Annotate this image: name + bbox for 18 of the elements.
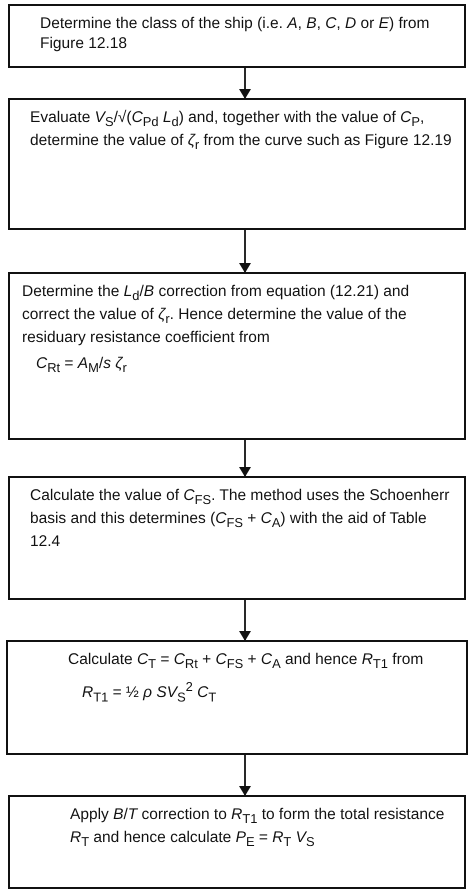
process-box: [8, 4, 466, 68]
arrow: [239, 440, 251, 477]
arrow: [239, 755, 251, 796]
process-box: [8, 272, 466, 440]
step-text: Calculate the value of C$_{FS}$. The method uses the Schoenherr basis and this determines (C$_{FS}$ + C$_{A}$) with the aid of Table 12.4: [30, 486, 450, 552]
step-text: Apply B/T correction to R$_{T1}$ to form the total resistance R$_{T}$ and hence calculate P$_{E}$ = R$_{T}$ V$_{S}$: [70, 805, 446, 851]
arrow: [239, 68, 251, 99]
arrow: [239, 230, 251, 273]
process-box: [6, 640, 468, 755]
step-text: Calculate C$_{T}$ = C$_{Rt}$ + C$_{FS}$ + C$_{A}$ and hence R$_{T1}$ from: [68, 650, 424, 673]
process-box: [8, 476, 466, 600]
formula-text: C$_{Rt}$ = A$_{M}$/s ζ$_{r}$: [35, 354, 128, 377]
process-box: [8, 795, 466, 889]
arrow: [239, 600, 251, 641]
step-text: Determine the class of the ship (i.e. A, B, C, D or E) from Figure 12.18: [40, 14, 430, 54]
step-text: Evaluate V$_{S}$/√(C$_{Pd}$ L$_{d}$) and, together with the value of C$_{P}$, determine the value of ζ$_{r}$ from the curve such as Figure 12.19: [30, 108, 453, 154]
process-box: [8, 98, 466, 230]
formula-text: R$_{T1}$ = ½ ρ SV$_{S}$$^{2}$ C$_{T}$: [81, 678, 218, 706]
